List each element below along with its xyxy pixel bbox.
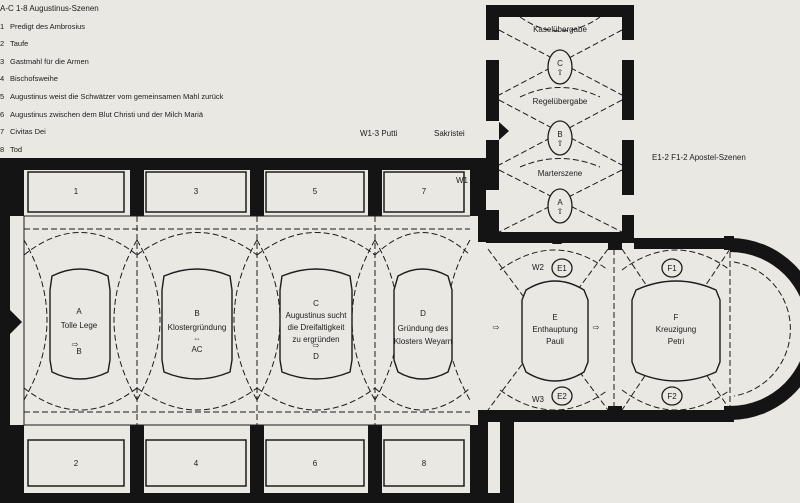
arrow-icon: ⇨ [313, 341, 320, 350]
legend-item: 1 Predigt des Ambrosius [0, 18, 223, 36]
w3-label: W3 [532, 395, 545, 404]
legend-label: Bischofsweihe [10, 74, 58, 84]
apostel-label: E1-2 F1-2 Apostel-Szenen [652, 153, 746, 162]
legend-num: 2 [0, 39, 5, 49]
sacristy-letter: B [557, 130, 562, 139]
nave-outline [23, 215, 470, 426]
vault-lines [23, 16, 791, 425]
niche-number: 7 [422, 187, 427, 196]
sacristy-title: Kaselübergabe [533, 25, 587, 34]
bay-title: Klosters Weyarn [394, 337, 453, 346]
arrow-icon: ⇨ [72, 340, 79, 349]
bay-ref: D [313, 352, 319, 361]
w2-label: W2 [532, 263, 545, 272]
legend-item: 8 Tod [0, 141, 223, 159]
bay-letter: B [194, 309, 199, 318]
walls [0, 5, 800, 503]
w1-label: W1 [456, 176, 469, 185]
niche-number: 3 [194, 187, 199, 196]
niche-number: 2 [74, 459, 79, 468]
legend-item: 3 Gastmahl für die Armen [0, 53, 223, 71]
legend-label: Augustinus zwischen dem Blut Christi und… [10, 109, 203, 119]
legend-num: 1 [0, 21, 5, 31]
choir-medallion: E1 [557, 264, 567, 273]
bay-letter: C [313, 299, 319, 308]
sakristei-label: Sakristei [434, 129, 465, 138]
niche-number: 6 [313, 459, 318, 468]
legend-label: Civitas Dei [10, 127, 46, 137]
arrow-markers: ⇨ ⇔ ⇨ ⇨ ⇨ ⇧ ⇧ ⇧ [72, 68, 600, 350]
legend: A-C 1-8 Augustinus-Szenen 1 Predigt des A… [0, 0, 223, 158]
legend-item: 4 Bischofsweihe [0, 70, 223, 88]
choir-title: Pauli [546, 337, 564, 346]
choir-medallion: E2 [557, 392, 567, 401]
legend-label: Gastmahl für die Armen [10, 56, 89, 66]
bay-title: Gründung des [398, 324, 449, 333]
choir-title: Enthauptung [532, 325, 577, 334]
putti-label: W1-3 Putti [360, 129, 398, 138]
sacristy-title: Marterszene [538, 169, 583, 178]
arrow-icon: ⇧ [557, 139, 564, 148]
legend-item: 6 Augustinus zwischen dem Blut Christi un… [0, 106, 223, 124]
legend-item: 5 Augustinus weist die Schwätzer vom geme… [0, 88, 223, 106]
legend-num: 5 [0, 91, 5, 101]
windows [486, 40, 634, 215]
legend-item: 7 Civitas Dei [0, 123, 223, 141]
cartouches [49, 268, 721, 382]
legend-num: 6 [0, 109, 5, 119]
bay-ref: B [76, 347, 81, 356]
legend-label: Taufe [10, 39, 29, 49]
choir-title: Petri [668, 337, 685, 346]
bay-title: Tolle Lege [61, 321, 98, 330]
arrow-icon: ⇨ [593, 323, 600, 332]
choir-medallion: F1 [667, 264, 677, 273]
legend-label: Tod [10, 144, 23, 154]
sacristy-letter: A [557, 198, 563, 207]
legend-item: 2 Taufe [0, 35, 223, 53]
choir-letter: E [552, 313, 557, 322]
sacristy-letter: C [557, 59, 563, 68]
sacristy-title: Regelübergabe [533, 97, 588, 106]
bay-letter: D [420, 309, 426, 318]
bay-title: zu ergründen [292, 335, 339, 344]
niche-number: 5 [313, 187, 318, 196]
choir-medallion: F2 [667, 392, 677, 401]
bay-title: Klostergründung [168, 323, 227, 332]
plan-labels: W1-3 Putti Sakristei E1-2 F1-2 Apostel-S… [61, 25, 746, 468]
choir-letter: F [674, 313, 679, 322]
legend-num: 3 [0, 56, 5, 66]
legend-label: Predigt des Ambrosius [10, 21, 86, 31]
niche-number: 4 [194, 459, 199, 468]
legend-num: 4 [0, 74, 5, 84]
bay-title: Augustinus sucht [286, 311, 348, 320]
legend-header: A-C 1-8 Augustinus-Szenen [0, 4, 99, 13]
legend-num: 8 [0, 144, 5, 154]
arrow-icon: ⇧ [557, 68, 564, 77]
niche-number: 8 [422, 459, 427, 468]
bay-title: die Dreifaltigkeit [288, 323, 346, 332]
choir-ovals [551, 258, 683, 406]
niche-number: 1 [74, 187, 79, 196]
choir-title: Kreuzigung [656, 325, 696, 334]
niches [27, 171, 465, 487]
arrow-icon: ⇔ [193, 334, 201, 343]
bay-ref: AC [191, 345, 202, 354]
sacristy-ovals [547, 49, 573, 224]
legend-label: Augustinus weist die Schwätzer vom gemei… [10, 91, 224, 101]
bay-letter: A [76, 307, 82, 316]
legend-num: 7 [0, 127, 5, 137]
arrow-icon: ⇨ [493, 323, 500, 332]
arrow-icon: ⇧ [557, 207, 564, 216]
